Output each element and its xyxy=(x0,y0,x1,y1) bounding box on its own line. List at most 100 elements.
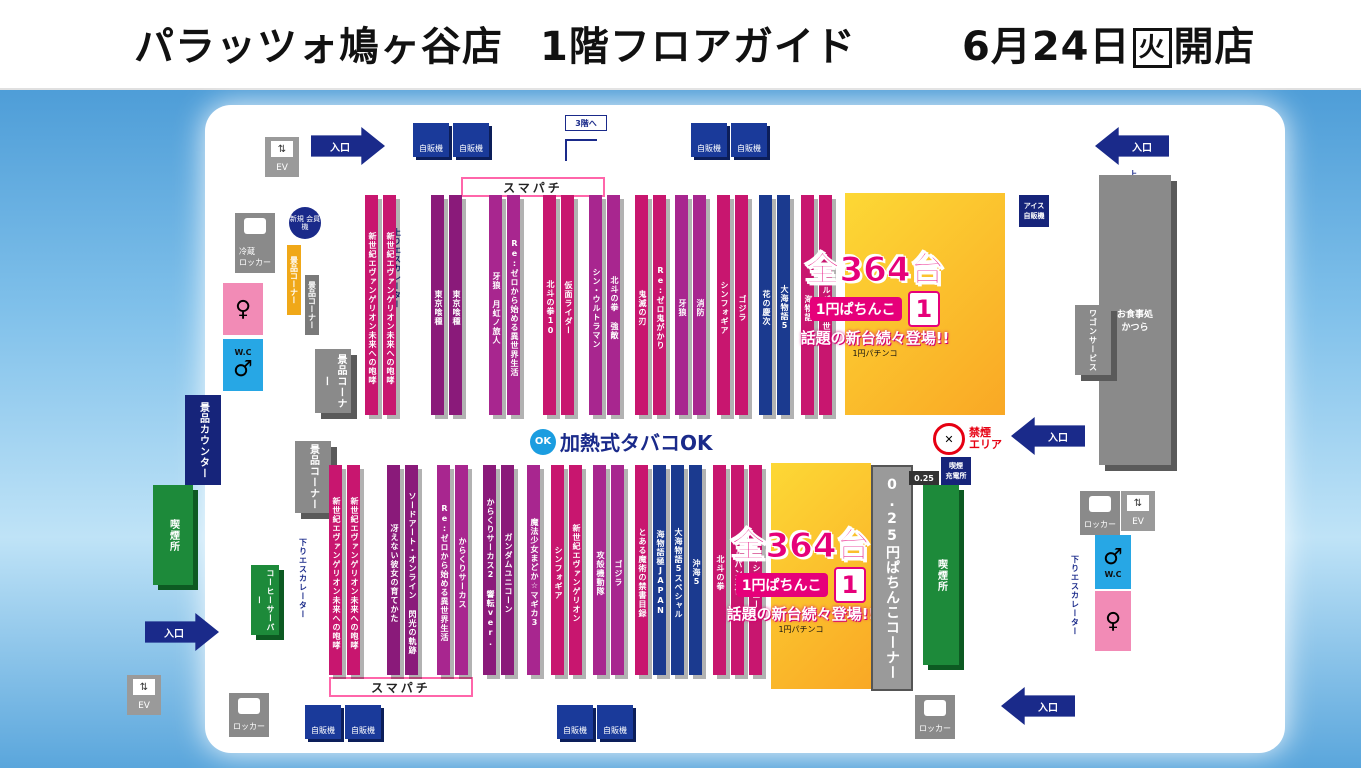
cold-locker[interactable]: 冷蔵 ロッカー xyxy=(235,213,275,273)
locker-bottom-right[interactable]: ロッカー xyxy=(915,695,955,739)
down-escalator-right[interactable]: 下りエスカレーター xyxy=(1070,554,1080,636)
locker-icon xyxy=(924,700,946,716)
machine-row[interactable]: 新世紀エヴァンゲリオン未来への咆哮 xyxy=(365,195,378,415)
cold-locker-label: 冷蔵 ロッカー xyxy=(239,247,271,267)
heated-tobacco-area: OK 加熱式タバコOK xyxy=(530,427,713,456)
promo-top-rate: 1円ぱちんこ xyxy=(809,296,902,321)
wc-women-right[interactable]: ♀ xyxy=(1095,591,1131,651)
machine-row[interactable]: 牙狼 月虹ノ旅人 xyxy=(489,195,502,415)
vending-machine: 自販機 xyxy=(597,705,633,739)
machine-row[interactable]: からくりサーカス2 響転ver. xyxy=(483,465,496,675)
open-day: 火 xyxy=(1132,28,1172,68)
machine-row[interactable]: 新世紀エヴァンゲリオン未来への咆哮 xyxy=(347,465,360,675)
coffee-server[interactable]: コーヒーサーバー xyxy=(251,565,279,635)
vending-machine: 自販機 xyxy=(305,705,341,739)
member-kiosk[interactable]: 新規 会員機 xyxy=(289,207,321,239)
machine-row[interactable]: 消防 xyxy=(693,195,706,415)
elevator-top-left[interactable]: ⇅ EV xyxy=(265,137,299,177)
machine-row[interactable]: ゴジラ xyxy=(611,465,624,675)
machine-row[interactable]: 沖海5 xyxy=(689,465,702,675)
elevator-bottom-left[interactable]: ⇅ EV xyxy=(127,675,161,715)
up-escalator-left[interactable]: 上りエスカレーター xyxy=(392,227,402,309)
promo-bottom-count: 全364台 xyxy=(731,525,871,566)
locker-icon xyxy=(1089,496,1111,512)
machine-row[interactable]: 新世紀エヴァンゲリオン未来への咆哮 xyxy=(329,465,342,675)
down-escalator-left[interactable]: 下りエスカレーター xyxy=(298,537,308,619)
elevator-right[interactable]: ⇅ EV xyxy=(1121,491,1155,531)
man-icon: ♂ xyxy=(233,357,253,382)
ev-label: EV xyxy=(1132,517,1144,527)
machine-row[interactable]: シン・ウルトラマン xyxy=(589,195,602,415)
vending-machine: 自販機 xyxy=(731,123,767,157)
vending-machine: 自販機 xyxy=(557,705,593,739)
to-3f-sign[interactable]: 3階へ xyxy=(565,115,607,131)
machine-row[interactable]: 北斗の拳 強敵 xyxy=(607,195,620,415)
machine-row[interactable]: 魔法少女まどか☆マギカ3 xyxy=(527,465,540,675)
machine-row[interactable]: とある魔術の禁書目録 xyxy=(635,465,648,675)
header: パラッツォ鳩ヶ谷店 1階フロアガイド 6月24日火開店 xyxy=(0,0,1361,90)
vending-machine: 自販機 xyxy=(691,123,727,157)
machine-row[interactable]: からくりサーカス xyxy=(455,465,468,675)
open-suffix: 開店 xyxy=(1173,24,1256,70)
entrance-arrow-mid-right[interactable]: 入口 xyxy=(1011,417,1085,455)
elevator-icon: ⇅ xyxy=(271,141,293,157)
machine-row[interactable]: 海物語 xyxy=(801,195,814,415)
locker-icon xyxy=(244,218,266,234)
ev-label: EV xyxy=(138,701,150,711)
elevator-icon: ⇅ xyxy=(133,679,155,695)
machine-row[interactable]: 北斗の拳10 xyxy=(543,195,556,415)
man-icon: ♂ xyxy=(1103,545,1123,570)
machine-row[interactable]: シンフォギア xyxy=(551,465,564,675)
machine-row[interactable]: シンフォギア xyxy=(717,195,730,415)
machine-row[interactable]: 大海物語5スペシャル xyxy=(671,465,684,675)
machine-row[interactable]: 仮面ライダー xyxy=(561,195,574,415)
machine-row[interactable]: 東京喰種 xyxy=(449,195,462,415)
promo-bottom-tag: 1円パチンコ xyxy=(778,624,824,634)
wc-men-right[interactable]: ♂ W.C xyxy=(1095,535,1131,589)
machine-row[interactable]: 牙狼 xyxy=(675,195,688,415)
locker-bottom-left[interactable]: ロッカー xyxy=(229,693,269,737)
charge-corner: 喫煙 充電所 xyxy=(941,457,971,485)
wc-women[interactable]: ♀ xyxy=(223,283,263,335)
machine-row[interactable]: Re:ゼロから始める異世界生活 xyxy=(507,195,520,415)
machine-row[interactable]: 海物語極JAPAN xyxy=(653,465,666,675)
machine-row[interactable]: 冴えない彼女の育てかた xyxy=(387,465,400,675)
machine-row[interactable]: ガンダムユニコーン xyxy=(501,465,514,675)
entrance-arrow-bottom-left[interactable]: 入口 xyxy=(145,613,219,651)
woman-icon: ♀ xyxy=(234,296,252,322)
corner-025[interactable]: 0.25円ぱちんこコーナー xyxy=(871,465,913,691)
entrance-arrow-top-left[interactable]: 入口 xyxy=(311,127,385,165)
smoking-room-right[interactable]: 喫煙所 xyxy=(923,485,959,665)
machine-row[interactable]: 大海物語5 xyxy=(777,195,790,415)
prize-storage: 景品コーナー xyxy=(305,275,319,335)
prize-corner-top: 景品コーナー xyxy=(315,349,351,413)
prize-counter[interactable]: 景品カウンター xyxy=(185,395,221,485)
machine-row[interactable]: 新世紀エヴァンゲリオン xyxy=(569,465,582,675)
machine-row[interactable]: 北斗の拳 xyxy=(713,465,726,675)
wagon-service[interactable]: ワゴンサービス xyxy=(1075,305,1111,375)
machine-row[interactable]: 攻殻機動隊 xyxy=(593,465,606,675)
machine-row[interactable]: Re:ゼロ鬼がかり xyxy=(653,195,666,415)
wc-label: W.C xyxy=(1104,570,1122,579)
promo-bottom-slogan: 話題の新台続々登場!! xyxy=(726,604,876,623)
locker-label: ロッカー xyxy=(1084,520,1116,529)
machine-row[interactable]: 新世紀エヴァンゲリオン未来への咆哮 xyxy=(383,195,396,415)
promo-top-big-num: 1 xyxy=(907,290,941,327)
no-smoking-label-1: 禁煙 xyxy=(969,426,991,439)
locker-right[interactable]: ロッカー xyxy=(1080,491,1120,535)
machine-row[interactable]: 鬼滅の刃 xyxy=(635,195,648,415)
open-date-text: 6月24日 xyxy=(962,24,1131,70)
machine-row[interactable]: 花の慶次 xyxy=(759,195,772,415)
badge-025: 0.25 xyxy=(909,471,939,485)
machine-row[interactable]: Re:ゼロから始める異世界生活 xyxy=(437,465,450,675)
machine-row[interactable]: ソードアート・オンライン 閃光の軌跡 xyxy=(405,465,418,675)
machine-row[interactable]: 東京喰種 xyxy=(431,195,444,415)
entrance-arrow-bottom-right[interactable]: 入口 xyxy=(1001,687,1075,725)
restaurant[interactable]: お食事処 かつら xyxy=(1099,175,1171,465)
prize-corner-bottom: 景品コーナー xyxy=(295,441,331,513)
smoking-room-left[interactable]: 喫煙所 xyxy=(153,485,193,585)
prize-booth: 景品コーナー xyxy=(287,245,301,315)
locker-label: ロッカー xyxy=(233,722,265,731)
wc-men[interactable]: W.C ♂ xyxy=(223,339,263,391)
machine-row[interactable]: ゴジラ xyxy=(735,195,748,415)
